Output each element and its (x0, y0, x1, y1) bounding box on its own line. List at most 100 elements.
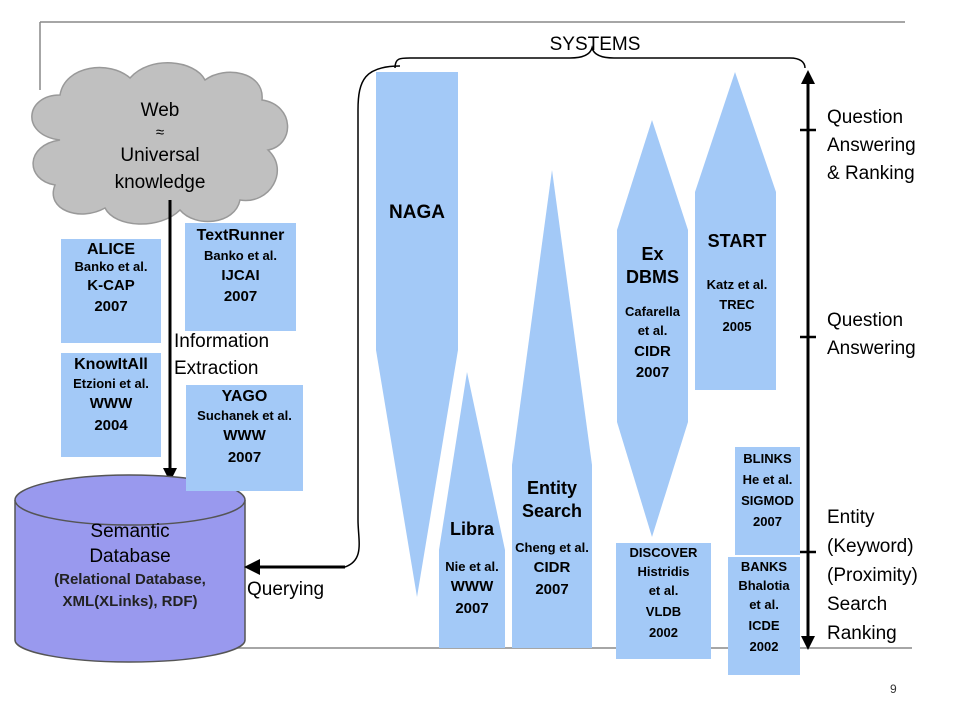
exdbms-venue: CIDR (634, 342, 671, 360)
banks-name: BANKS (740, 559, 788, 574)
paper-yago: YAGO Suchanek et al. WWW 2007 (186, 385, 303, 491)
banks-authors1: Bhalotia (738, 578, 790, 593)
paper-yago-name: YAGO (221, 388, 268, 405)
paper-textrunner-name: TextRunner (196, 227, 285, 244)
start-name: START (707, 231, 767, 251)
paper-knowitall-year: 2004 (94, 417, 128, 434)
paper-yago-year: 2007 (227, 449, 262, 466)
scale-label-qa-ranking: Question Answering & Ranking (827, 104, 916, 188)
exdbms-authors1: Cafarella (625, 304, 680, 319)
discover-name: DISCOVER (629, 545, 698, 560)
page-number: 9 (890, 682, 897, 696)
blinks-venue: SIGMOD (741, 493, 794, 508)
exdbms-year: 2007 (635, 364, 670, 382)
banks-year: 2002 (749, 639, 779, 654)
paper-blinks: BLINKS He et al. SIGMOD 2007 (735, 447, 800, 555)
blinks-year: 2007 (753, 514, 782, 529)
paper-alice-venue: K-CAP (87, 277, 135, 294)
paper-yago-authors: Suchanek et al. (197, 408, 292, 423)
paper-textrunner-authors: Banko et al. (204, 248, 277, 263)
naga-label: NAGA (389, 202, 445, 223)
database-line1: Semantic (90, 521, 170, 542)
paper-knowitall-name: KnowItAll (74, 356, 148, 373)
banks-venue: ICDE (748, 618, 780, 633)
qa-line2: Answering (827, 338, 916, 359)
paper-alice: ALICE Banko et al. K-CAP 2007 (61, 239, 161, 343)
paper-discover: DISCOVER Histridis et al. VLDB 2002 (616, 543, 711, 659)
paper-banks: BANKS Bhalotia et al. ICDE 2002 (728, 557, 800, 675)
entity-line2: (Keyword) (827, 536, 914, 557)
web-cloud-line1: Web (140, 100, 180, 121)
entity-search-line1: Entity (526, 478, 577, 498)
paper-knowitall-authors: Etzioni et al. (73, 376, 149, 391)
libra-label: Libra Nie et al. WWW 2007 (439, 518, 505, 618)
libra-name: Libra (449, 519, 494, 539)
entity-search-label: Entity Search Cheng et al. CIDR 2007 (510, 477, 594, 600)
paper-textrunner: TextRunner Banko et al. IJCAI 2007 (185, 223, 296, 331)
information-extraction-label: Information Extraction (174, 328, 269, 382)
querying-label: Querying (247, 579, 325, 600)
qa-ranking-line1: Question (827, 107, 904, 128)
exdbms-authors2: et al. (637, 323, 668, 339)
database-label: Semantic Database (Relational Database, … (20, 519, 240, 613)
scale-label-qa: Question Answering (827, 307, 916, 363)
discover-year: 2002 (649, 625, 678, 640)
scale-label-entity: Entity (Keyword) (Proximity) Search Rank… (827, 503, 918, 648)
systems-left-brace (344, 65, 401, 568)
paper-alice-authors: Banko et al. (74, 259, 148, 274)
paper-yago-venue: WWW (223, 427, 266, 444)
ie-label-line2: Extraction (174, 358, 259, 379)
qa-ranking-line2: Answering (827, 135, 916, 156)
entity-line4: Search (827, 594, 888, 615)
paper-alice-year: 2007 (94, 298, 128, 315)
discover-authors2: et al. (648, 583, 679, 598)
exdbms-label: Ex DBMS Cafarella et al. CIDR 2007 (615, 243, 690, 383)
querying-arrow-head (244, 559, 260, 575)
entity-search-venue: CIDR (533, 559, 571, 577)
libra-shape (439, 372, 505, 648)
paper-textrunner-venue: IJCAI (221, 267, 260, 284)
start-label: START Katz et al. TREC 2005 (695, 230, 779, 335)
scale-arrow-bottom (801, 636, 815, 650)
naga-shape (376, 72, 458, 597)
web-cloud-line4: knowledge (114, 172, 206, 193)
exdbms-shape (617, 120, 688, 537)
web-cloud-label: Web ≈ Universal knowledge (95, 97, 225, 196)
paper-alice-name: ALICE (87, 241, 135, 258)
exdbms-line1: Ex (641, 244, 664, 264)
qa-line1: Question (827, 310, 904, 331)
web-cloud-line2: ≈ (155, 124, 165, 141)
paper-knowitall-venue: WWW (89, 395, 133, 412)
libra-authors: Nie et al. (445, 558, 499, 574)
entity-search-line2: Search (521, 500, 583, 521)
ie-label-line1: Information (174, 331, 270, 352)
qa-ranking-line3: & Ranking (827, 163, 915, 184)
ie-arrow-head (163, 468, 177, 482)
start-shape (695, 72, 776, 390)
blinks-authors: He et al. (742, 472, 793, 487)
entity-search-shape (512, 170, 592, 648)
scale-arrow-top (801, 70, 815, 84)
entity-line3: (Proximity) (827, 565, 918, 586)
database-line3: (Relational Database, (54, 571, 206, 588)
discover-authors1: Histridis (637, 564, 690, 579)
entity-line5: Ranking (827, 623, 897, 644)
web-cloud-line3: Universal (120, 145, 200, 166)
discover-venue: VLDB (645, 604, 682, 619)
systems-heading: SYSTEMS (549, 34, 641, 55)
web-cloud-shape (31, 62, 289, 225)
libra-year: 2007 (455, 599, 489, 617)
start-venue: TREC (719, 296, 755, 312)
libra-venue: WWW (450, 577, 494, 595)
entity-line1: Entity (827, 507, 875, 528)
banks-authors2: et al. (749, 597, 779, 612)
entity-search-year: 2007 (535, 581, 569, 598)
database-line2: Database (89, 546, 171, 567)
paper-knowitall: KnowItAll Etzioni et al. WWW 2004 (61, 353, 161, 457)
database-line4: XML(XLinks), RDF) (62, 593, 198, 610)
entity-search-authors: Cheng et al. (515, 540, 589, 555)
start-authors: Katz et al. (706, 276, 768, 292)
systems-top-brace (394, 45, 806, 69)
start-year: 2005 (722, 319, 752, 334)
paper-textrunner-year: 2007 (223, 288, 258, 305)
